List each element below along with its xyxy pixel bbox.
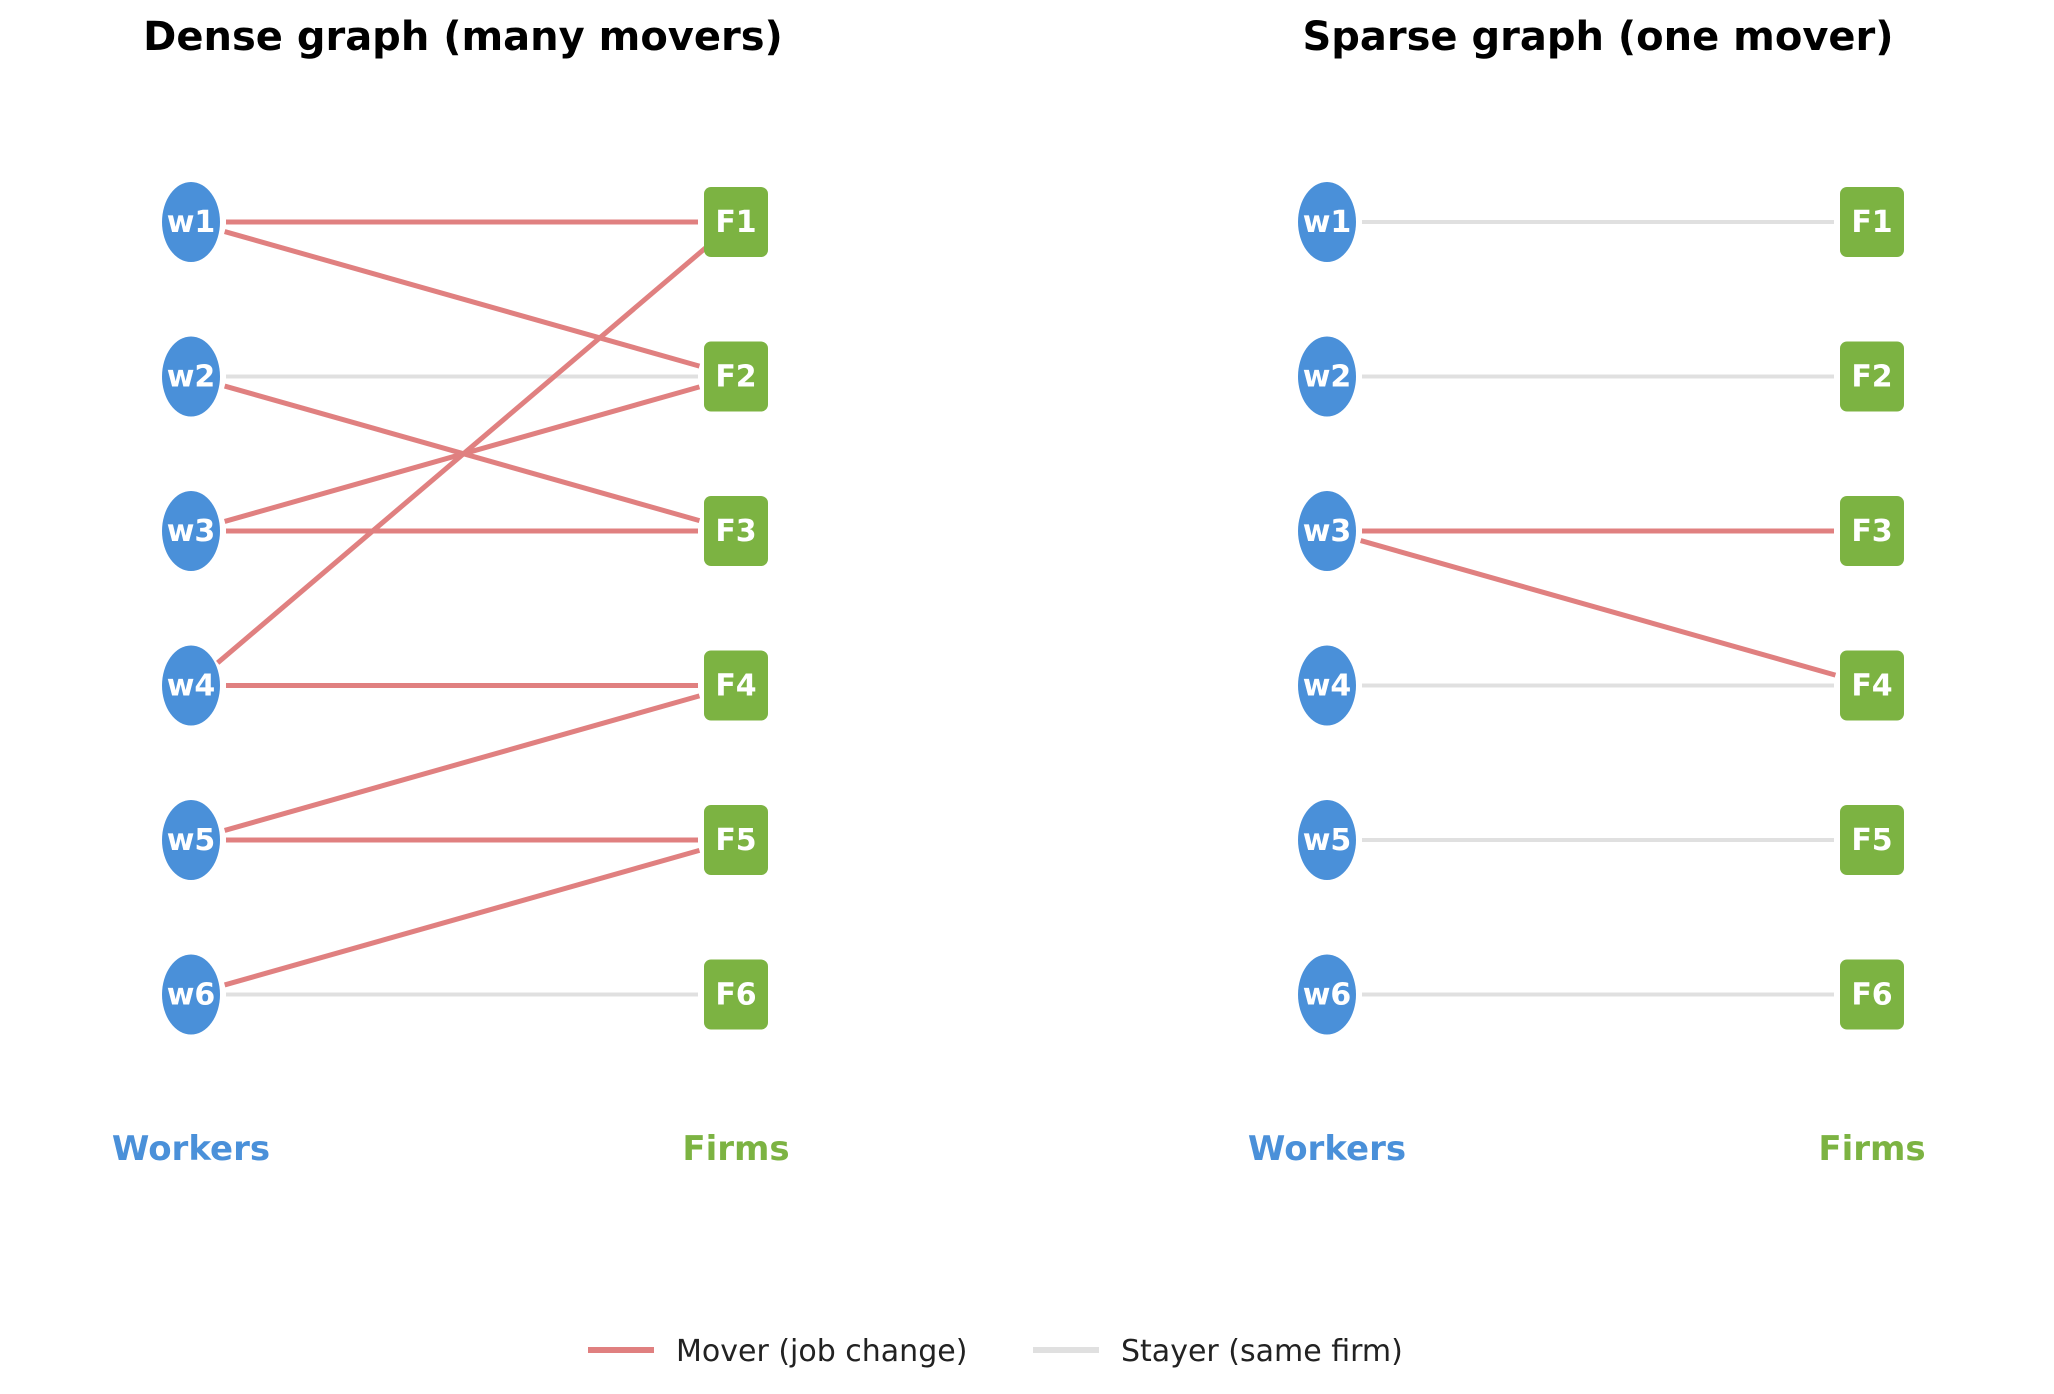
firms-axis-label-dense: Firms: [682, 1129, 789, 1169]
firm-node-label: F5: [1851, 823, 1892, 858]
workers-axis-label-sparse: Workers: [1248, 1129, 1406, 1169]
firm-node-shape: [1840, 805, 1904, 875]
worker-node-label: w4: [167, 669, 216, 704]
firm-node-shape: [704, 496, 768, 566]
firm-node-F2: F2: [704, 341, 768, 412]
worker-node-w3: w3: [162, 491, 220, 571]
worker-node-label: w6: [167, 978, 216, 1013]
edge-mover-w4-F1: [216, 244, 709, 665]
worker-node-shape: [162, 800, 220, 880]
firm-node-label: F6: [715, 978, 756, 1013]
firm-node-label: F1: [715, 205, 756, 240]
worker-node-shape: [1298, 645, 1356, 726]
worker-node-label: w1: [1303, 205, 1352, 240]
worker-node-shape: [1298, 800, 1356, 880]
firm-node-shape: [1840, 187, 1904, 257]
firm-node-label: F1: [1851, 205, 1892, 240]
firm-node-F6: F6: [1840, 959, 1904, 1030]
worker-node-shape: [162, 182, 220, 262]
firms-axis-label-sparse: Firms: [1818, 1129, 1925, 1169]
worker-node-label: w5: [1303, 823, 1352, 858]
firm-node-shape: [1840, 496, 1904, 566]
worker-node-w2: w2: [1298, 336, 1356, 417]
edge-mover-w5-F4: [223, 693, 701, 833]
worker-node-w5: w5: [1298, 800, 1356, 880]
firm-node-shape: [1840, 650, 1904, 721]
worker-node-label: w2: [167, 360, 216, 395]
worker-node-label: w3: [1303, 514, 1352, 549]
worker-node-shape: [1298, 336, 1356, 417]
worker-node-shape: [162, 645, 220, 726]
firm-node-F5: F5: [704, 805, 768, 875]
worker-node-shape: [162, 336, 220, 417]
firm-node-label: F3: [1851, 514, 1892, 549]
edge-layer-sparse: [1359, 220, 1837, 997]
worker-node-shape: [1298, 182, 1356, 262]
worker-node-shape: [162, 954, 220, 1035]
worker-node-label: w3: [167, 514, 216, 549]
legend-stayer-label: Stayer (same firm): [1121, 1334, 1403, 1369]
firm-node-F1: F1: [1840, 187, 1904, 257]
worker-node-shape: [1298, 954, 1356, 1035]
worker-node-shape: [1298, 491, 1356, 571]
edge-mover-w6-F5: [223, 847, 701, 988]
firm-node-F5: F5: [1840, 805, 1904, 875]
firm-node-F4: F4: [704, 650, 768, 721]
worker-node-label: w1: [167, 205, 216, 240]
worker-node-w3: w3: [1298, 491, 1356, 571]
worker-node-w1: w1: [1298, 182, 1356, 262]
firm-node-label: F4: [1851, 669, 1892, 704]
firm-node-label: F2: [1851, 360, 1892, 395]
panel-sparse: Sparse graph (one mover) w1 w2 w3 w4 w5 w6 F1F…: [1248, 14, 1926, 1169]
worker-node-label: w5: [167, 823, 216, 858]
firm-node-shape: [1840, 959, 1904, 1030]
worker-node-shape: [162, 491, 220, 571]
worker-node-label: w6: [1303, 978, 1352, 1013]
worker-node-label: w2: [1303, 360, 1352, 395]
firm-node-F2: F2: [1840, 341, 1904, 412]
firm-node-shape: [704, 650, 768, 721]
edge-mover-w1-F2: [223, 229, 701, 369]
panel-dense: Dense graph (many movers) w1 w2 w3 w4 w5 w6 F1…: [112, 14, 790, 1169]
worker-node-w2: w2: [162, 336, 220, 417]
legend: Mover (job change) Stayer (same firm): [588, 1334, 1403, 1369]
firm-node-F4: F4: [1840, 650, 1904, 721]
edge-layer-dense: [216, 219, 709, 997]
firm-node-F1: F1: [704, 187, 768, 257]
firm-node-label: F5: [715, 823, 756, 858]
firm-node-label: F2: [715, 360, 756, 395]
worker-node-label: w4: [1303, 669, 1352, 704]
firm-node-F3: F3: [1840, 496, 1904, 566]
firm-node-label: F4: [715, 669, 756, 704]
firm-node-shape: [704, 341, 768, 412]
legend-mover-label: Mover (job change): [676, 1334, 967, 1369]
panel-title-dense: Dense graph (many movers): [143, 14, 783, 60]
firm-node-F3: F3: [704, 496, 768, 566]
firm-node-shape: [704, 959, 768, 1030]
worker-node-w4: w4: [162, 645, 220, 726]
worker-node-w5: w5: [162, 800, 220, 880]
firm-node-shape: [704, 187, 768, 257]
edge-mover-w3-F4: [1359, 538, 1837, 678]
firm-node-label: F6: [1851, 978, 1892, 1013]
worker-node-w6: w6: [162, 954, 220, 1035]
panel-title-sparse: Sparse graph (one mover): [1302, 14, 1893, 60]
workers-axis-label-dense: Workers: [112, 1129, 270, 1169]
worker-node-w4: w4: [1298, 645, 1356, 726]
worker-node-w1: w1: [162, 182, 220, 262]
firm-node-F6: F6: [704, 959, 768, 1030]
firm-node-shape: [704, 805, 768, 875]
firm-node-shape: [1840, 341, 1904, 412]
firm-node-label: F3: [715, 514, 756, 549]
worker-node-w6: w6: [1298, 954, 1356, 1035]
